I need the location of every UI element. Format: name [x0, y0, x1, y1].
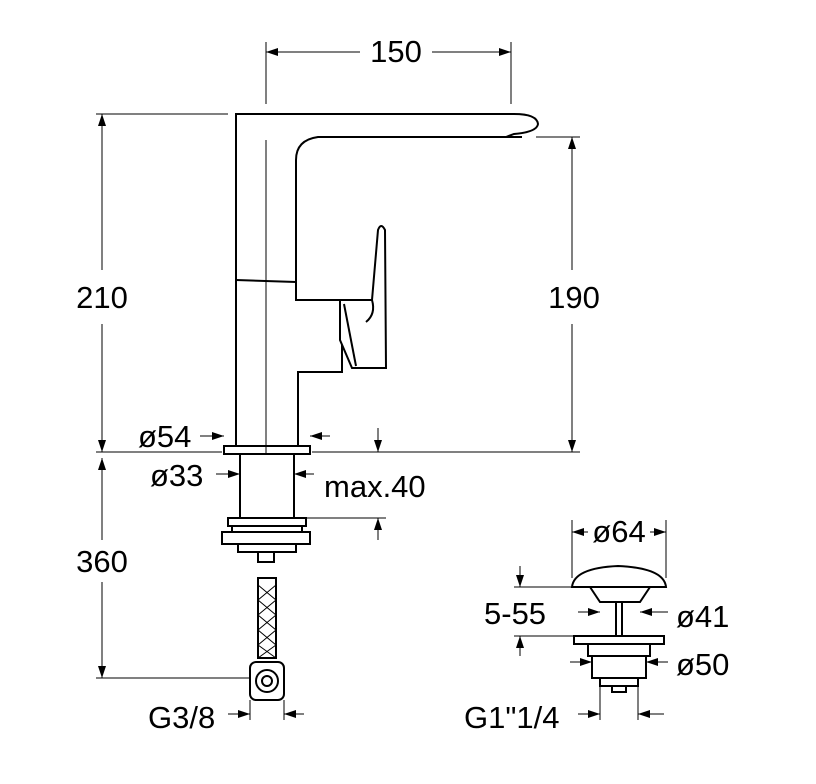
- drain-drawing: [570, 564, 668, 693]
- connector-hole: [255, 669, 279, 693]
- faucet-drawing: [221, 113, 540, 701]
- drain-tail: [611, 685, 627, 693]
- hose-braid: [257, 584, 277, 659]
- dim-base-54: ø54: [138, 419, 191, 454]
- nut-body: [221, 531, 311, 545]
- dim-width-150: 150: [370, 34, 422, 69]
- drain-dimensions: ø64 5-55 ø41 ø50 G1"1/4: [464, 514, 729, 735]
- hose-fitting: [257, 551, 275, 563]
- drain-body-bottom: [599, 677, 639, 687]
- dim-shank-33: ø33: [150, 458, 203, 493]
- dim-body-41: ø41: [676, 599, 729, 634]
- drain-flange: [573, 635, 665, 645]
- faucet-dimensions: 150 210 190 ø54 ø33 max.4: [76, 34, 600, 735]
- dim-thread-g114: G1"1/4: [464, 700, 559, 735]
- nut-bottom: [237, 543, 297, 553]
- base-plate: [223, 445, 311, 455]
- drain-body: [591, 655, 647, 679]
- drain-cap: [570, 564, 668, 588]
- connector-hole-inner: [261, 675, 273, 687]
- drain-cap-neck: [588, 586, 652, 603]
- dim-hose-360: 360: [76, 544, 128, 579]
- dim-adjust-555: 5-55: [484, 596, 546, 631]
- drain-body-top: [587, 643, 651, 657]
- dim-cap-64: ø64: [592, 514, 645, 549]
- shank: [239, 453, 295, 519]
- dim-spout-190: 190: [548, 280, 600, 315]
- dim-height-210: 210: [76, 280, 128, 315]
- dim-deck-max40: max.40: [324, 469, 426, 504]
- dim-flange-50: ø50: [676, 647, 729, 682]
- lever-curve: [365, 299, 375, 323]
- nut-ring: [227, 517, 307, 527]
- hose: [257, 577, 277, 659]
- faucet-body: [235, 113, 540, 447]
- dim-thread-g38: G3/8: [148, 700, 215, 735]
- lever-edge: [343, 303, 357, 367]
- lever-handle: [339, 225, 388, 369]
